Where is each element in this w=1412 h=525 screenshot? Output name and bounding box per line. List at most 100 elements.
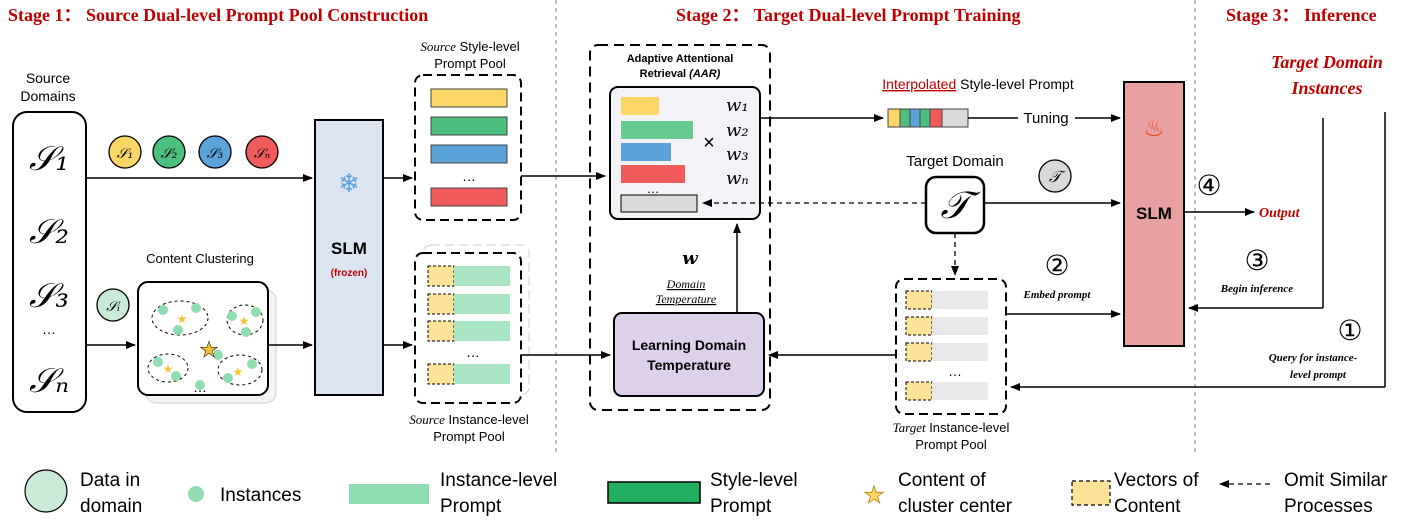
interp-title: Interpolated Style-level Prompt — [882, 76, 1074, 92]
snowflake-icon: ❄ — [338, 168, 360, 198]
legend-center-l1: Content of — [898, 470, 986, 491]
source-domains-box — [12, 111, 87, 413]
aar-bar-green — [621, 121, 693, 139]
style-prompt-yellow — [430, 88, 508, 108]
aar-times: × — [703, 132, 715, 154]
legend-data-icon — [24, 469, 68, 513]
legend-data-l1: Data in — [80, 470, 140, 491]
svg-text:★: ★ — [177, 312, 188, 326]
stage-2-title: Stage 2： Target Dual-level Prompt Traini… — [676, 5, 1021, 25]
style-pool-title-1: Source Style-level — [420, 39, 519, 54]
legend-vec-l2: Content — [1114, 496, 1181, 517]
slm-main-label: SLM — [1136, 204, 1172, 223]
stage-1-title: Stage 1： Source Dual-level Prompt Pool C… — [8, 5, 428, 25]
domain-circle-si-label: 𝒮ᵢ — [106, 299, 121, 315]
svg-text:★: ★ — [233, 365, 244, 379]
legend-data-l2: domain — [80, 496, 142, 517]
instance-pool-title-1: Source Instance-level — [409, 412, 529, 427]
temp-temperature-label: Temperature — [656, 292, 717, 306]
aar-bar-red — [621, 165, 685, 183]
begin-inference-label: Begin inference — [1220, 283, 1294, 295]
temp-box — [613, 312, 765, 397]
legend-vector-icon — [1071, 480, 1111, 506]
legend-style-prompt-icon — [607, 481, 701, 504]
temp-w: w — [682, 248, 699, 269]
aar-output-bar — [620, 194, 698, 213]
domain-circle-si — [96, 288, 130, 322]
stage-3-title: Stage 3： Inference — [1226, 5, 1377, 25]
target-pool-title-2: Prompt Pool — [915, 437, 987, 452]
domain-circle-s2-label: 𝒮₂ — [161, 146, 178, 162]
legend-inst-l1: Instance-level — [440, 470, 557, 491]
legend-instance-icon — [188, 486, 204, 502]
clustering-title: Content Clustering — [146, 251, 254, 266]
slm-frozen-box — [314, 119, 384, 396]
temp-box-line1: Learning Domain — [632, 337, 746, 353]
source-domains-title-1: Source — [26, 70, 71, 86]
embed-prompt-label: Embed prompt — [1023, 289, 1092, 301]
aar-dots: … — [647, 181, 660, 196]
instance-pool-title-2: Prompt Pool — [433, 429, 505, 444]
instance-pool-rows — [427, 265, 510, 385]
source-domain-sn: 𝒮ₙ — [29, 361, 69, 401]
style-prompt-red — [430, 187, 508, 207]
step-3-number: ③ — [1244, 245, 1269, 276]
domain-circle-s1-label: 𝒮₁ — [117, 146, 133, 162]
aar-w1: w₁ — [726, 95, 749, 116]
aar-wn: wₙ — [726, 168, 749, 189]
domain-circle-s3 — [198, 135, 232, 169]
domain-circle-sn-label: 𝒮ₙ — [254, 146, 271, 162]
query-label-2: level prompt — [1290, 369, 1347, 381]
clustering-dots: … — [193, 379, 207, 395]
style-pool-dots: … — [462, 168, 476, 184]
target-domain-circle — [1038, 159, 1072, 193]
output-label: Output — [1259, 206, 1301, 221]
svg-text:★: ★ — [199, 337, 219, 362]
temp-box-line2: Temperature — [647, 357, 731, 373]
cluster-dots: ★ ★ ★ ★ ★ — [147, 300, 264, 390]
tuning-label: Tuning — [1023, 110, 1068, 127]
step-1-number: ① — [1337, 315, 1362, 346]
source-domain-s2: 𝒮₂ — [29, 212, 69, 252]
source-domains-title-2: Domains — [20, 88, 75, 104]
legend-inst-l2: Prompt — [440, 496, 502, 517]
domain-circle-sn — [245, 135, 279, 169]
step-2-number: ② — [1044, 250, 1069, 281]
target-pool-title-1: Target Instance-level — [893, 420, 1010, 435]
query-label-1: Query for instance- — [1269, 352, 1358, 364]
source-domain-s3: 𝒮₃ — [29, 276, 69, 316]
source-domain-dots: … — [42, 321, 56, 337]
target-pool-rows — [905, 290, 988, 401]
aar-title-1: Adaptive Attentional — [627, 53, 734, 65]
legend: Data in domain Instances Instance-level … — [24, 469, 1388, 517]
style-pool-title-2: Prompt Pool — [434, 56, 506, 71]
legend-star-icon: ★ — [863, 482, 885, 509]
clustering-box — [137, 281, 269, 396]
temp-domain-label: Domain — [666, 277, 706, 291]
domain-circle-s2 — [152, 135, 186, 169]
svg-text:★: ★ — [163, 362, 174, 376]
style-prompt-blue — [430, 144, 508, 164]
slm-frozen-label: SLM — [331, 239, 367, 258]
step-4-number: ④ — [1196, 170, 1221, 201]
slm-frozen-sub: (frozen) — [331, 268, 368, 279]
legend-style-l1: Style-level — [710, 470, 798, 491]
target-instances-2: Instances — [1290, 78, 1362, 98]
aar-w3: w₃ — [726, 144, 749, 165]
target-instances-1: Target Domain — [1271, 52, 1383, 72]
aar-title-2: Retrieval (AAR) — [640, 68, 721, 80]
legend-center-l2: cluster center — [898, 496, 1013, 517]
legend-instance-prompt-icon — [349, 484, 429, 504]
flame-icon: ♨ — [1143, 115, 1165, 142]
legend-omit-l1: Omit Similar — [1284, 470, 1388, 491]
aar-box — [609, 86, 761, 220]
legend-instances: Instances — [220, 485, 301, 506]
domain-circle-s1 — [108, 135, 142, 169]
domain-circle-s3-label: 𝒮₃ — [207, 146, 224, 162]
source-domain-s1: 𝒮₁ — [29, 139, 69, 179]
aar-bar-yellow — [621, 97, 659, 115]
svg-text:★: ★ — [239, 314, 250, 328]
legend-style-l2: Prompt — [710, 496, 772, 517]
legend-vec-l1: Vectors of — [1114, 470, 1199, 491]
